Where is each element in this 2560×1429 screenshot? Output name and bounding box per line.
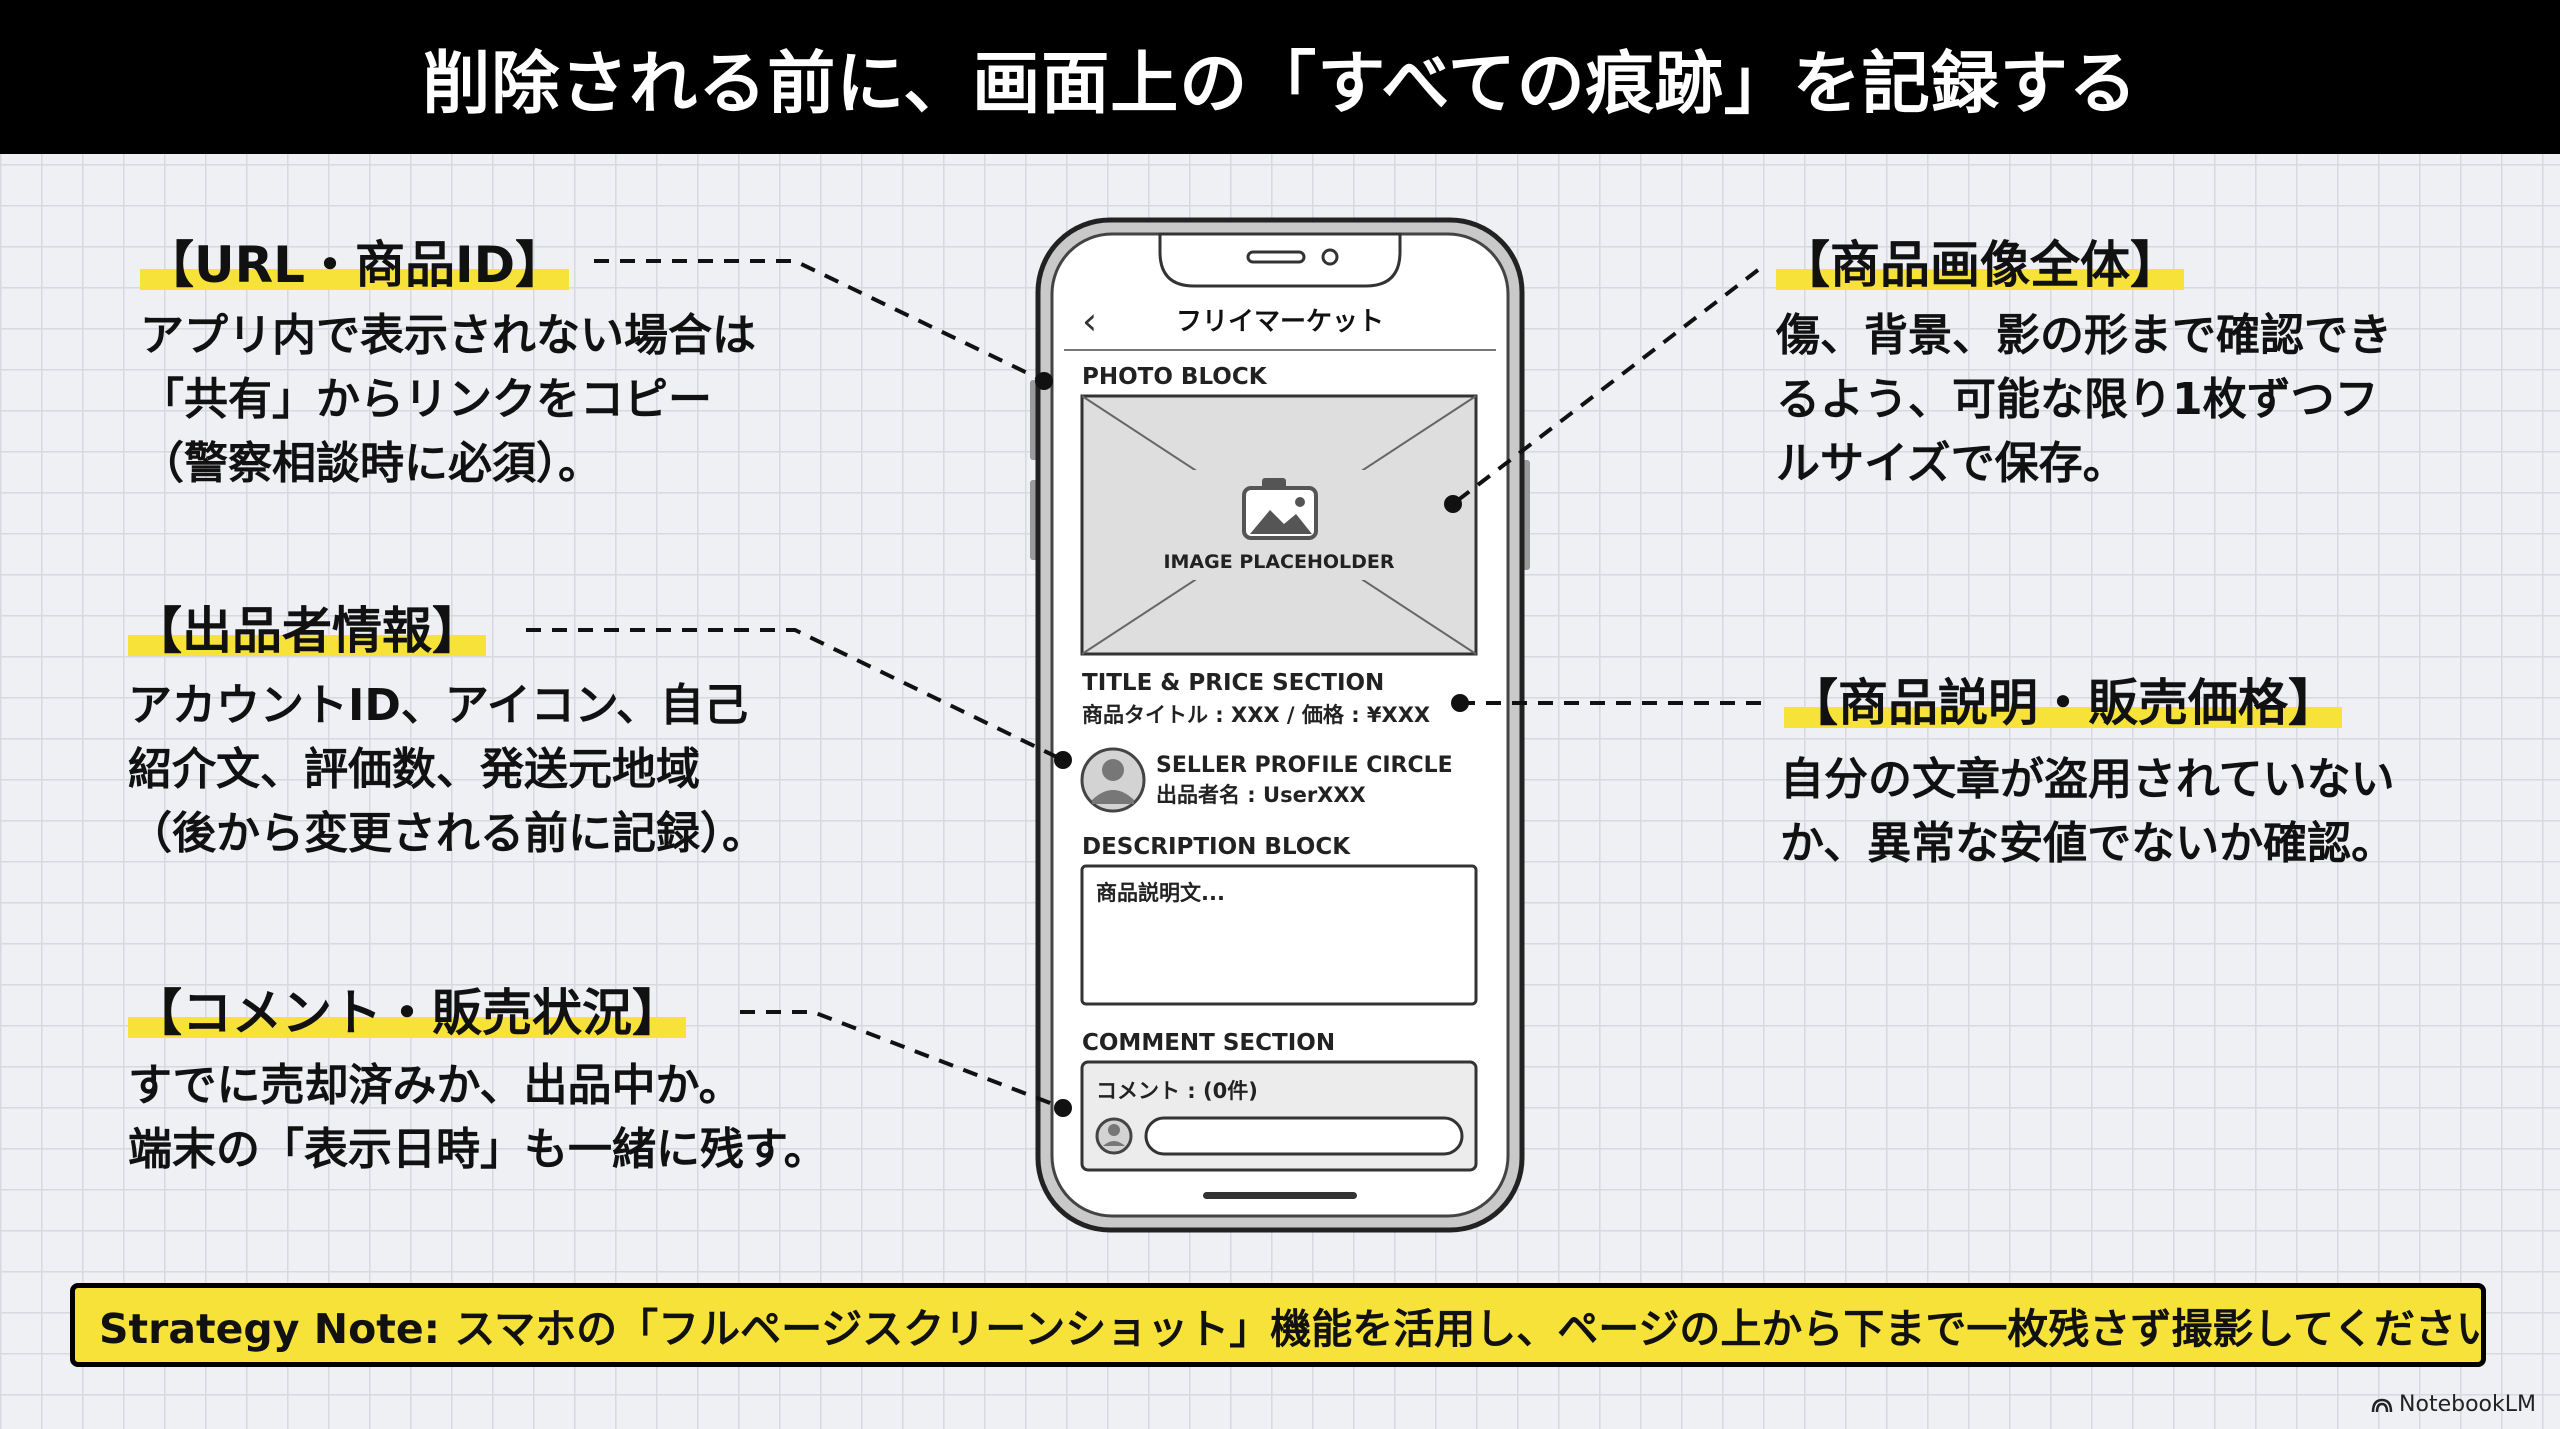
description-box[interactable] (1080, 864, 1478, 1006)
comment-count: コメント : (0件) (1096, 1079, 1258, 1103)
callout-url-heading: 【URL・商品ID】 (140, 240, 570, 290)
callout-seller-line: 紹介文、評価数、発送元地域 (128, 744, 700, 795)
connector-dot (1451, 694, 1469, 712)
callout-image-text: 傷、背景、影の形まで確認でき るよう、可能な限り1枚ずつフ ルサイズで保存。 (1776, 304, 2392, 496)
connector-dot (1035, 372, 1053, 390)
callout-seller-line: アカウントID、アイコン、自己 (128, 680, 749, 731)
callout-image-line: るよう、可能な限り1枚ずつフ (1776, 374, 2379, 425)
comment-label: COMMENT SECTION (1082, 1030, 1335, 1056)
callout-description-line: か、異常な安値でないか確認。 (1780, 818, 2396, 869)
title-price-value: 商品タイトル : XXX / 価格 : ¥XXX (1082, 703, 1430, 727)
strategy-note: Strategy Note: スマホの「フルページスクリーンショット」機能を活用… (70, 1283, 2486, 1367)
camera-icon (1242, 478, 1318, 540)
connector-seller (526, 628, 1064, 762)
callout-seller-heading: 【出品者情報】 (128, 606, 486, 656)
callout-comment-line: 端末の「表示日時」も一緒に残す。 (128, 1124, 828, 1175)
connector-comment (740, 1010, 1064, 1110)
brand-name: NotebookLM (2399, 1392, 2536, 1417)
seller-avatar-icon[interactable] (1080, 747, 1146, 813)
callout-url-text: アプリ内で表示されない場合は 「共有」からリンクをコピー （警察相談時に必須）。 (140, 304, 756, 496)
photo-block-label: PHOTO BLOCK (1082, 364, 1268, 390)
callout-seller-line: （後から変更される前に記録）。 (128, 808, 766, 859)
page-title: 削除される前に、画面上の「すべての痕跡」を記録する (0, 0, 2560, 154)
comment-avatar-icon (1095, 1117, 1133, 1155)
connector-url (594, 259, 1045, 383)
callout-url-line: （警察相談時に必須）。 (140, 438, 602, 489)
phone-speaker (1246, 250, 1306, 264)
callout-comment-heading: 【コメント・販売状況】 (128, 988, 686, 1038)
callout-seller-text: アカウントID、アイコン、自己 紹介文、評価数、発送元地域 （後から変更される前… (128, 674, 766, 866)
callout-image-heading: 【商品画像全体】 (1776, 240, 2184, 290)
home-indicator (1203, 1192, 1357, 1199)
comment-input[interactable] (1144, 1116, 1464, 1156)
connector-dot (1444, 495, 1462, 513)
phone-camera (1321, 248, 1339, 266)
description-value: 商品説明文... (1096, 881, 1225, 905)
image-placeholder-label: IMAGE PLACEHOLDER (1163, 551, 1394, 573)
callout-comment-line: すでに売却済みか、出品中か。 (128, 1060, 743, 1111)
callout-description-heading: 【商品説明・販売価格】 (1784, 678, 2342, 728)
description-label: DESCRIPTION BLOCK (1082, 834, 1351, 860)
callout-url-line: 「共有」からリンクをコピー (140, 374, 712, 425)
callout-comment-text: すでに売却済みか、出品中か。 端末の「表示日時」も一緒に残す。 (128, 1054, 828, 1182)
callout-description-text: 自分の文章が盗用されていない か、異常な安値でないか確認。 (1780, 748, 2395, 876)
connector-dot (1054, 751, 1072, 769)
callout-url-line: アプリ内で表示されない場合は (140, 310, 756, 361)
seller-label: SELLER PROFILE CIRCLE (1156, 753, 1453, 778)
brand-watermark: NotebookLM (2371, 1392, 2536, 1417)
callout-image-line: 傷、背景、影の形まで確認でき (1776, 310, 2392, 361)
app-title: フリイマーケット (1176, 307, 1384, 337)
seller-value: 出品者名 : UserXXX (1156, 783, 1366, 807)
connector-dot (1054, 1099, 1072, 1117)
connector-image (1451, 268, 1760, 506)
callout-description-line: 自分の文章が盗用されていない (1780, 754, 2395, 805)
back-chevron-icon[interactable]: ‹ (1082, 299, 1097, 343)
notebooklm-logo-icon (2371, 1398, 2393, 1412)
callout-image-line: ルサイズで保存。 (1776, 438, 2127, 489)
title-price-label: TITLE & PRICE SECTION (1082, 670, 1384, 696)
